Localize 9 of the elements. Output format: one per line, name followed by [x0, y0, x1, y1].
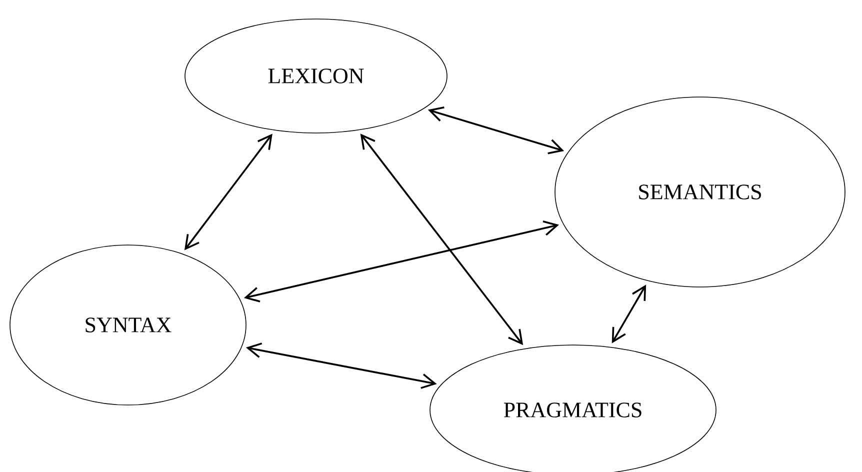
ellipse-node: SEMANTICS [554, 96, 846, 288]
arrow [360, 134, 524, 346]
arrow [428, 106, 564, 154]
arrow [244, 220, 560, 302]
arrow [184, 134, 272, 250]
ellipse-node: LEXICON [184, 18, 448, 134]
ellipse-node: SYNTAX [10, 244, 246, 406]
arrow [612, 284, 646, 344]
arrow [246, 342, 437, 389]
